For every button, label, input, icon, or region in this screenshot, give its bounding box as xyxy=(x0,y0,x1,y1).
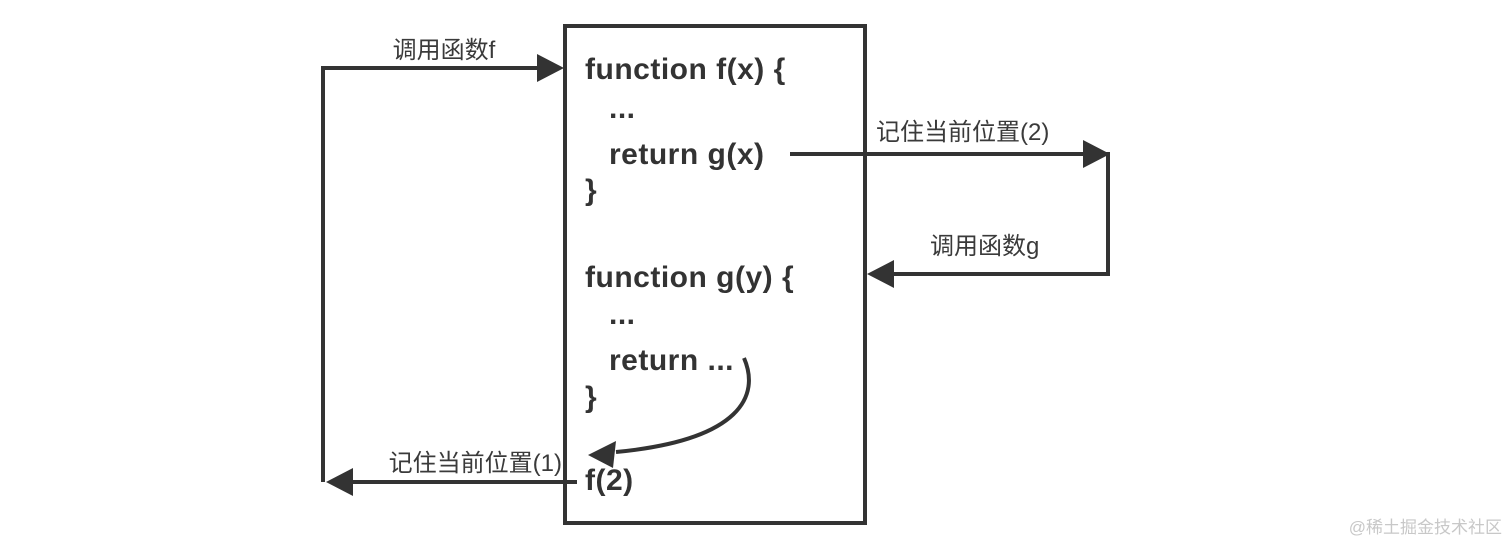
code-func-g-open: function g(y) { xyxy=(585,261,795,294)
call-g-arrowhead xyxy=(867,260,894,288)
label-call-f: 调用函数f xyxy=(392,37,496,64)
code-func-g-ellipsis: ... xyxy=(609,298,636,331)
call-f-arrow-line xyxy=(321,66,540,482)
label-call-g: 调用函数g xyxy=(930,233,1040,260)
code-func-f-open: function f(x) { xyxy=(585,53,786,86)
call-f-arrowhead xyxy=(537,54,564,82)
code-func-g-return: return ... xyxy=(609,344,735,377)
remember-2-arrow-line xyxy=(790,152,1110,276)
code-func-g-close: } xyxy=(585,381,598,414)
code-func-f-return: return g(x) xyxy=(609,138,765,171)
remember-1-arrowhead xyxy=(326,468,353,496)
g-return-curve-line xyxy=(615,357,751,454)
g-return-arrowhead xyxy=(588,441,616,468)
code-box-outline xyxy=(563,24,867,525)
code-func-f-close: } xyxy=(585,174,598,207)
watermark-juejin: @稀土掘金技术社区 xyxy=(1348,518,1502,537)
label-remember-2: 记住当前位置(2) xyxy=(876,119,1050,146)
code-func-f-ellipsis: ... xyxy=(609,92,636,125)
code-call-f2: f(2) xyxy=(585,464,634,497)
label-remember-1: 记住当前位置(1) xyxy=(388,450,562,477)
remember-2-arrowhead xyxy=(1083,140,1110,168)
